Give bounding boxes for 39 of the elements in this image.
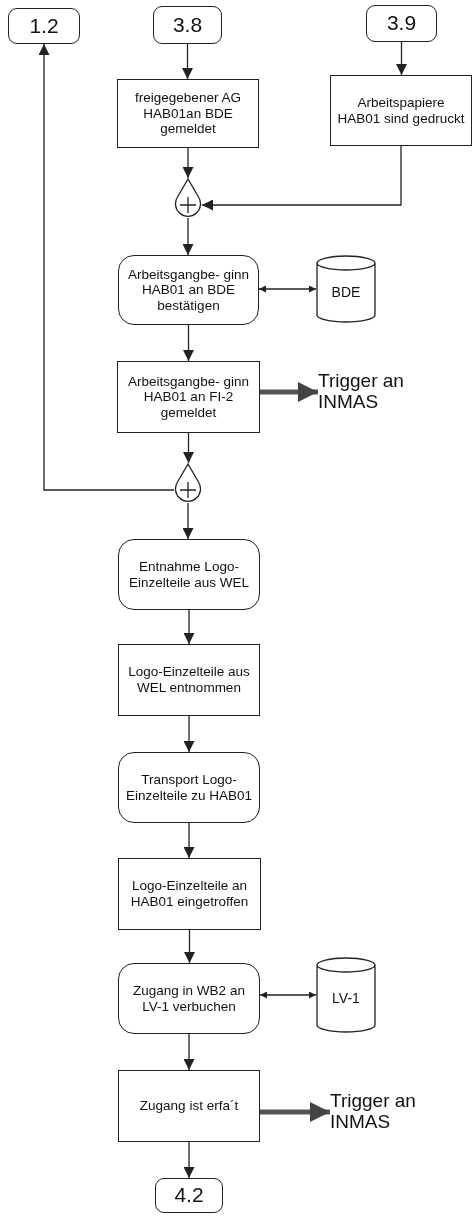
arrow (259, 991, 317, 999)
arrow (183, 432, 194, 464)
event-box: freigegebener AG HAB01an BDE gemeldet (117, 79, 259, 148)
event-box: Logo-Einzelteile aus WEL entnommen (118, 644, 260, 716)
function-box: Transport Logo- Einzelteile zu HAB01 (118, 752, 260, 823)
arrow (183, 1141, 195, 1179)
arrow (38, 43, 175, 491)
event-box: Logo-Einzelteile an HAB01 eingetroffen (118, 858, 261, 930)
function-box: Entnahme Logo- Einzelteile aus WEL (118, 539, 260, 610)
event-box: Zugang ist erfa´t (118, 1070, 260, 1142)
arrow (184, 929, 195, 964)
and-connector (174, 463, 202, 503)
arrow (201, 145, 402, 211)
arrow (182, 502, 194, 540)
arrow (183, 609, 195, 645)
event-box: Arbeitsgangbe- ginn HAB01 an FI-2 gemeldet (117, 361, 260, 433)
reference-box: 4.2 (155, 1178, 223, 1213)
arrow (260, 1102, 330, 1122)
event-box: Arbeitspapiere HAB01 sind gedruckt (330, 75, 472, 146)
arrow (182, 147, 194, 179)
and-connector (174, 178, 202, 218)
arrow (396, 41, 407, 76)
database-cylinder: LV-1 (316, 957, 376, 1033)
arrow (182, 43, 193, 80)
arrow (258, 285, 317, 293)
arrow (183, 1033, 195, 1071)
arrow (260, 382, 318, 402)
reference-box: 3.8 (153, 6, 222, 44)
arrow (183, 822, 195, 859)
trigger-text: Trigger an INMAS (318, 366, 448, 418)
reference-box: 3.9 (366, 5, 437, 42)
function-box: Zugang in WB2 an LV-1 verbuchen (118, 963, 260, 1034)
arrow (183, 324, 194, 362)
arrow (182, 217, 194, 256)
function-box: Arbeitsgangbe- ginn HAB01 an BDE bestätigen (118, 255, 259, 325)
reference-box: 1.2 (8, 8, 80, 44)
arrow (183, 715, 195, 753)
trigger-text: Trigger an INMAS (330, 1086, 460, 1138)
database-cylinder: BDE (316, 255, 376, 323)
